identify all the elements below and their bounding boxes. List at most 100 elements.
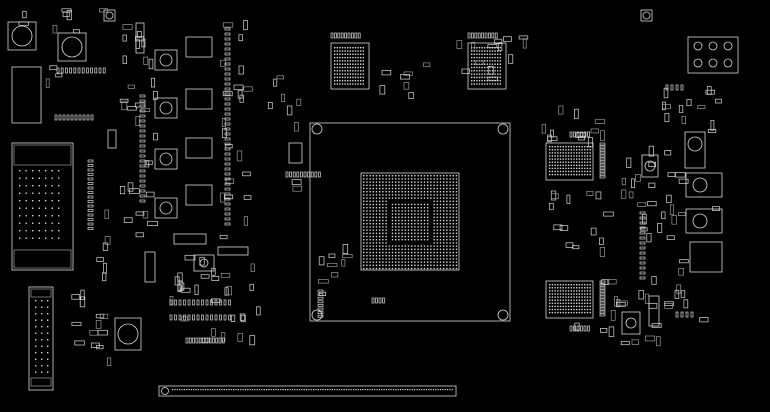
passive-component xyxy=(273,78,278,87)
edge-finger xyxy=(437,389,439,391)
bga-ball xyxy=(372,181,374,183)
bga-ball xyxy=(366,200,368,202)
passive-component xyxy=(238,34,243,42)
bga-ball xyxy=(372,248,374,250)
vga-pin xyxy=(47,319,49,321)
dram-ball xyxy=(567,167,570,170)
dram-ball xyxy=(559,173,562,176)
connector-pin xyxy=(45,237,47,239)
passive-component xyxy=(342,244,349,254)
dram-ball xyxy=(347,83,349,85)
bga-ball xyxy=(404,178,406,180)
bga-ball xyxy=(436,251,438,254)
bga-ball xyxy=(369,200,371,202)
bga-ball xyxy=(372,191,374,193)
edge-finger xyxy=(308,389,310,391)
dram-ball xyxy=(478,63,481,65)
passive-component xyxy=(71,321,82,326)
bga-ball xyxy=(366,219,368,222)
passive-component xyxy=(104,209,109,220)
bga-ball xyxy=(423,216,426,218)
dram-ball xyxy=(489,50,491,52)
jumper-block-2 xyxy=(217,246,249,256)
passive-component xyxy=(243,195,252,200)
passive-component xyxy=(147,220,158,226)
bga-ball xyxy=(420,267,422,270)
dram-ball xyxy=(589,161,591,163)
bga-ball xyxy=(401,175,403,177)
bga-ball xyxy=(446,226,448,228)
bga-ball xyxy=(388,255,390,257)
bga-ball xyxy=(366,213,368,215)
smd-pad xyxy=(192,314,195,321)
dram-right-top-outline xyxy=(545,142,594,181)
dram-ball xyxy=(559,149,562,151)
dram-ball xyxy=(484,70,486,72)
passive-component xyxy=(239,94,244,103)
dram-ball xyxy=(484,66,486,69)
bga-ball xyxy=(369,232,371,234)
dram-ball xyxy=(581,293,583,295)
bga-ball xyxy=(407,251,410,254)
smd-pad xyxy=(296,171,300,178)
dram-ball xyxy=(551,167,554,170)
mount-hole-br xyxy=(497,309,509,321)
passive-component xyxy=(342,254,353,259)
dram-ball xyxy=(576,158,578,160)
bga-ball xyxy=(455,197,458,199)
bga-ball xyxy=(439,191,442,193)
bga-ball xyxy=(366,178,368,180)
bga-ball xyxy=(411,232,413,234)
passive-component xyxy=(603,211,614,217)
bga-ball xyxy=(404,175,406,177)
smd-pad xyxy=(82,114,86,121)
vga-pin xyxy=(47,300,49,302)
bga-ball xyxy=(452,184,454,186)
connector-pin xyxy=(25,177,27,179)
smd-pad xyxy=(573,131,576,138)
bga-ball xyxy=(382,178,384,180)
dram-ball xyxy=(476,50,478,52)
dram-ball xyxy=(586,290,589,292)
dram-ball xyxy=(476,76,478,79)
dram-ball xyxy=(484,53,486,55)
dram-ball xyxy=(497,63,499,65)
bga-ball xyxy=(372,203,374,206)
passive-component xyxy=(226,286,232,296)
dram-ball xyxy=(486,80,488,82)
bga-ball xyxy=(446,242,448,244)
edge-finger xyxy=(428,389,430,391)
dram-ball xyxy=(481,83,483,85)
bga-ball xyxy=(401,232,403,234)
bga-ball xyxy=(443,264,445,266)
edge-finger xyxy=(390,389,392,391)
bga-ball xyxy=(443,267,445,270)
bga-ball xyxy=(372,223,374,225)
dram-ball xyxy=(336,50,338,52)
bga-ball xyxy=(423,187,426,190)
smd-pad xyxy=(198,337,202,344)
bga-ball xyxy=(417,267,419,270)
vga-flange-top xyxy=(30,288,52,298)
smd-pad xyxy=(599,172,606,176)
bga-ball xyxy=(375,181,378,183)
smd-pad xyxy=(639,231,646,235)
dram-ball xyxy=(354,56,357,59)
bga-ball xyxy=(375,184,378,186)
bga-ball xyxy=(395,248,397,250)
bga-ball xyxy=(433,229,435,231)
smd-pad xyxy=(224,87,231,91)
smd-pad xyxy=(639,221,646,225)
edge-finger xyxy=(416,389,418,391)
passive-component xyxy=(645,335,656,342)
bga-ball xyxy=(369,219,371,222)
bga-ball xyxy=(407,229,410,231)
bga-ball xyxy=(439,194,442,196)
bga-ball xyxy=(366,184,368,186)
dram-ball xyxy=(549,299,551,301)
dram-ball xyxy=(347,63,349,65)
bga-ball xyxy=(391,239,394,241)
bga-ball xyxy=(404,197,406,199)
dram-ball xyxy=(586,161,589,163)
dram-ball xyxy=(344,70,346,72)
